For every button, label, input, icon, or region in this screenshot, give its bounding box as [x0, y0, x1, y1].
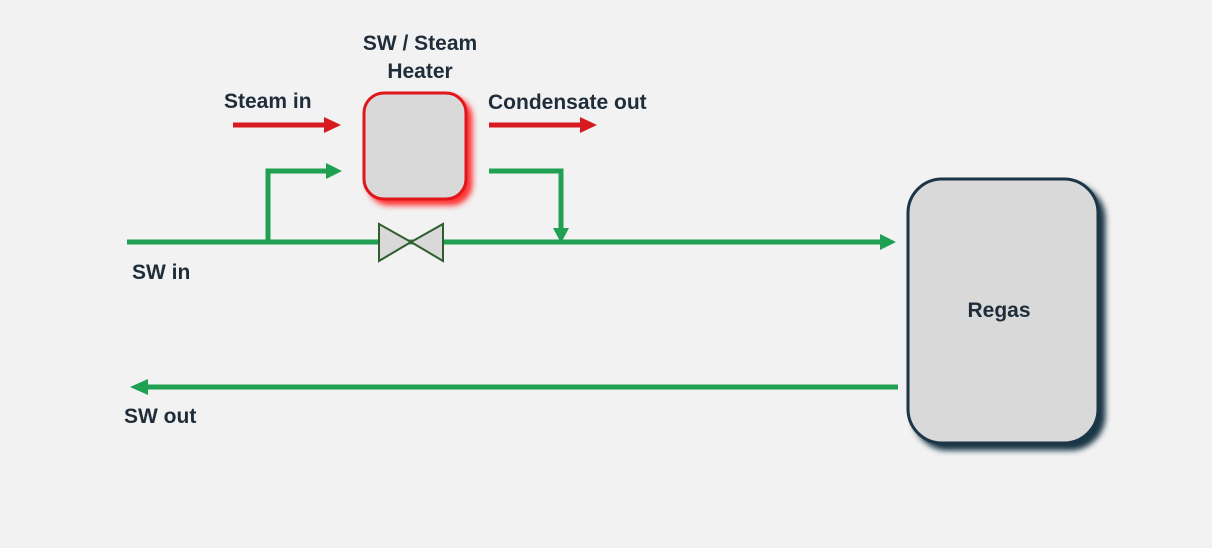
heater-outlet-branch [489, 168, 569, 243]
sw-out-line [130, 379, 898, 395]
regas-box[interactable] [906, 177, 1100, 445]
heater-box[interactable] [362, 91, 468, 201]
steam-in-arrow [233, 117, 341, 133]
sw-in-line [127, 234, 896, 250]
condensate-out-arrow [489, 117, 597, 133]
sw-in-label: SW in [132, 261, 191, 284]
heater-title: SW / Steam Heater [340, 30, 500, 86]
heater-title-line2: Heater [387, 60, 453, 83]
sw-out-label: SW out [124, 405, 197, 428]
sw-in-arrowhead-icon [880, 234, 896, 250]
steam-in-label: Steam in [224, 90, 312, 113]
regas-label: Regas [967, 299, 1031, 322]
heater-outlet-arrowhead-icon [553, 228, 569, 243]
valve-icon[interactable] [378, 222, 444, 263]
sw-out-arrowhead-icon [130, 379, 148, 395]
condensate-out-label: Condensate out [488, 91, 647, 114]
heater-inlet-arrowhead-icon [326, 163, 342, 179]
heater-inlet-branch [265, 163, 342, 242]
heater-title-line1: SW / Steam [362, 32, 478, 55]
